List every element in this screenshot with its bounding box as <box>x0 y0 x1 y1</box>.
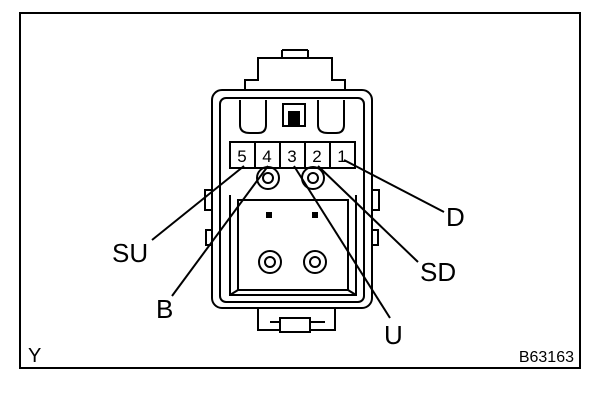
terminal-frame <box>229 141 356 169</box>
corner-label: Y <box>28 345 41 367</box>
figure-code: B63163 <box>519 349 574 366</box>
label-b: B <box>156 294 173 324</box>
pin-3-number: 3 <box>287 147 296 166</box>
pin-1-number: 1 <box>337 147 346 166</box>
pin-2-number: 2 <box>312 147 321 166</box>
label-d: D <box>446 202 465 232</box>
pin-4-number: 4 <box>262 147 271 166</box>
leader-d <box>343 159 445 213</box>
lower-right-stud <box>303 250 327 274</box>
lower-left-stud <box>258 250 282 274</box>
pin-5-number: 5 <box>237 147 246 166</box>
leader-b <box>171 165 269 297</box>
top-latch <box>244 57 346 93</box>
label-u: U <box>384 320 403 350</box>
leader-su <box>151 165 245 241</box>
leader-sd <box>317 165 419 263</box>
label-su: SU <box>112 238 148 268</box>
leader-u <box>293 165 391 319</box>
label-sd: SD <box>420 257 456 287</box>
